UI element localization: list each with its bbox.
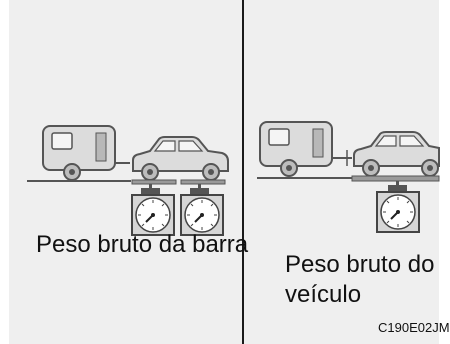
figure: Peso bruto da barra Peso bruto do veícul… (9, 0, 450, 344)
car-icon (132, 136, 229, 181)
trailer-icon (259, 121, 352, 177)
scale-platform (180, 179, 226, 185)
illustration (27, 121, 440, 236)
scale-icon (180, 194, 224, 236)
panel-divider (242, 0, 244, 344)
caption-tongue-weight: Peso bruto da barra (36, 231, 249, 258)
caption-vehicle-weight-line-1: Peso bruto do (285, 251, 435, 278)
figure-code: C190E02JM (378, 320, 450, 335)
scale-stem (141, 184, 160, 194)
scale-platform (351, 175, 440, 182)
scale-icon (376, 191, 420, 233)
panel-vehicle-weight (244, 0, 439, 344)
trailer-icon (42, 125, 130, 181)
scale-stem (190, 184, 209, 194)
scale-stem (388, 181, 407, 191)
car-icon (353, 131, 440, 177)
scale-icon (131, 194, 175, 236)
right-scene (257, 121, 440, 233)
scale-platform (131, 179, 177, 185)
caption-vehicle-weight-line-2: veículo (285, 281, 362, 308)
left-scene (27, 125, 229, 236)
